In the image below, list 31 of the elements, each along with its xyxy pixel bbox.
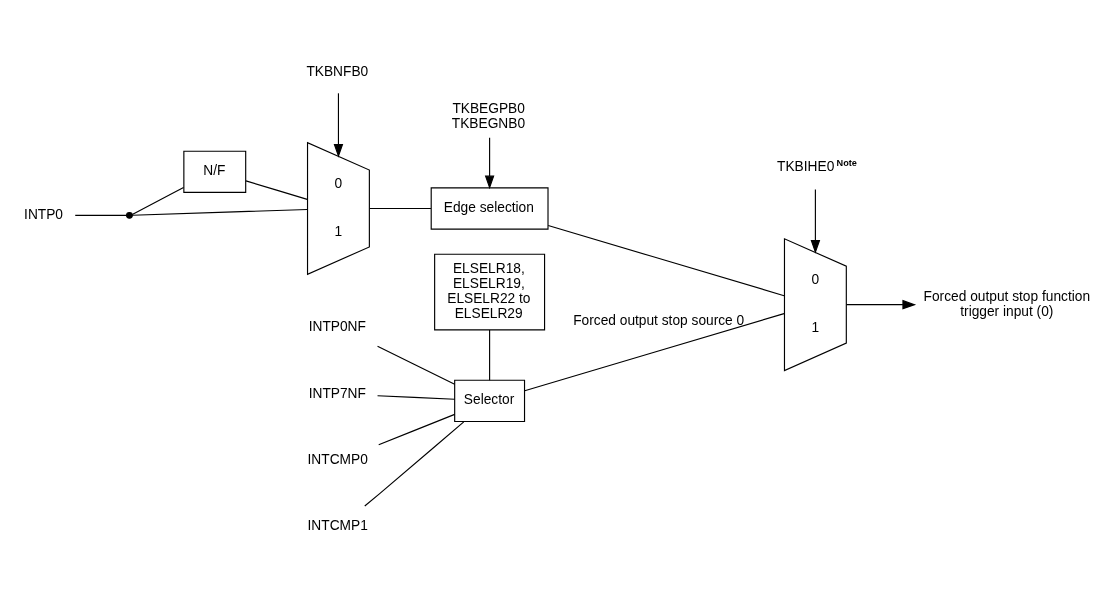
connector [378,413,456,446]
connector [376,345,456,385]
connector [131,208,308,216]
connector [547,224,785,297]
edge-label: Forced output stop source 0 [573,312,745,328]
node-circle [126,211,133,219]
node-box: ELSELR18, ELSELR19, ELSELR22 to ELSELR29 [434,253,546,331]
connector [364,421,465,507]
node-text: TKBEGPB0 TKBEGNB0 [451,100,526,131]
node-text: INTCMP1 [307,518,368,534]
connector [376,395,456,400]
node-text: INTP0 [24,206,63,222]
connector [245,180,308,200]
arrow [845,299,917,310]
connector [369,207,432,210]
node-box: Selector [454,379,526,423]
connector [131,187,185,215]
node-text: INTCMP0 [307,451,368,467]
arrow [333,92,344,158]
node-text: INTP7NF [308,385,366,401]
node-text: TKBIHE0$^{Note}$ [777,157,857,174]
connector [489,329,491,381]
node-box: N/F [183,150,247,193]
arrow [810,188,821,254]
node-text: INTP0NF [308,319,366,335]
connector [74,214,127,216]
connector [524,313,785,392]
node-text: Forced output stop function trigger input (0) [923,288,1091,319]
arrow [484,137,495,190]
node-text: TKBNFB0 [306,63,369,79]
node-box: Edge selection [430,187,549,230]
